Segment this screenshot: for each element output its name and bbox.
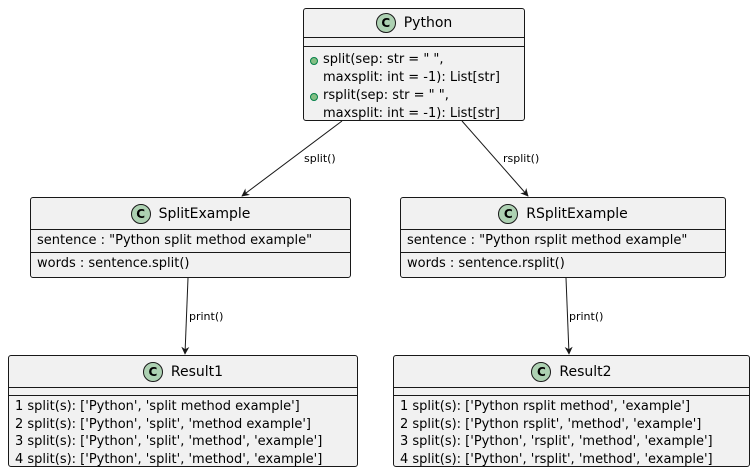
edge-python-to-splitexample	[241, 120, 343, 197]
class-header: C SplitExample	[31, 198, 350, 229]
result-lines: 1 split(s): ['Python rsplit method', 'ex…	[394, 396, 749, 470]
class-header: C Result2	[394, 356, 749, 387]
class-python[interactable]: C Python split(sep: str = " ", maxsplit:…	[303, 8, 525, 121]
class-header: C Python	[304, 9, 524, 37]
class-icon: C	[531, 361, 552, 382]
class-name: Python	[403, 15, 453, 31]
field-section: words : sentence.split()	[31, 253, 350, 275]
class-header: C Result1	[9, 356, 357, 387]
divider	[31, 252, 350, 253]
field-section: words : sentence.rsplit()	[401, 253, 725, 275]
class-name: SplitExample	[158, 205, 251, 222]
method-signature-cont: maxsplit: int = -1): List[str]	[323, 106, 500, 121]
public-method-icon	[310, 93, 318, 101]
methods-section: split(sep: str = " ", maxsplit: int = -1…	[304, 47, 524, 125]
result-lines: 1 split(s): ['Python', 'split method exa…	[9, 396, 357, 470]
class-icon: C	[375, 13, 396, 33]
class-rsplitexample[interactable]: C RSplitExample sentence : "Python rspli…	[400, 197, 726, 278]
result-line: 3 split(s): ['Python', 'split', 'method'…	[15, 434, 323, 449]
divider	[9, 395, 357, 396]
class-icon: C	[130, 203, 151, 224]
class-icon: C	[498, 203, 519, 224]
field-words: words : sentence.rsplit()	[407, 256, 565, 271]
field-section: sentence : "Python split method example"	[31, 230, 350, 252]
field-sentence: sentence : "Python rsplit method example…	[407, 233, 688, 248]
method-row: split(sep: str = " ", maxsplit: int = -1…	[310, 51, 518, 87]
class-result2[interactable]: C Result2 1 split(s): ['Python rsplit me…	[393, 355, 750, 467]
divider	[304, 46, 524, 47]
divider	[9, 387, 357, 395]
class-name: RSplitExample	[526, 205, 628, 222]
divider	[401, 229, 725, 230]
method-signature: split(sep: str = " ",	[323, 52, 444, 67]
edge-label-split: split()	[304, 152, 336, 165]
result-line: 2 split(s): ['Python rsplit', 'method', …	[400, 416, 702, 432]
field-sentence: sentence : "Python split method example"	[37, 233, 313, 248]
edge-label-print-2: print()	[569, 310, 604, 323]
field-words: words : sentence.split()	[37, 256, 190, 271]
divider	[394, 395, 749, 396]
method-row: rsplit(sep: str = " ", maxsplit: int = -…	[310, 87, 518, 123]
result-line: 1 split(s): ['Python rsplit method', 'ex…	[400, 399, 691, 414]
method-signature: rsplit(sep: str = " ",	[323, 88, 449, 103]
class-splitexample[interactable]: C SplitExample sentence : "Python split …	[30, 197, 351, 278]
field-section: sentence : "Python rsplit method example…	[401, 230, 725, 252]
result-line: 2 split(s): ['Python', 'split', 'method …	[15, 416, 311, 432]
class-icon: C	[142, 361, 163, 382]
edge-rsplitexample-to-result2	[564, 277, 573, 355]
class-name: Result1	[170, 363, 224, 380]
divider	[304, 37, 524, 46]
class-header: C RSplitExample	[401, 198, 725, 229]
public-method-icon	[310, 57, 318, 65]
edge-label-rsplit: rsplit()	[503, 152, 540, 165]
result-line: 3 split(s): ['Python', 'rsplit', 'method…	[400, 434, 713, 449]
method-signature-cont: maxsplit: int = -1): List[str]	[323, 70, 500, 85]
result-line: 4 split(s): ['Python', 'rsplit', 'method…	[400, 451, 713, 467]
divider	[394, 387, 749, 395]
class-name: Result2	[559, 363, 612, 380]
edge-splitexample-to-result1	[181, 277, 190, 355]
divider	[401, 252, 725, 253]
result-line: 4 split(s): ['Python', 'split', 'method'…	[15, 451, 323, 467]
edge-label-print-1: print()	[189, 310, 224, 323]
class-result1[interactable]: C Result1 1 split(s): ['Python', 'split …	[8, 355, 358, 467]
edge-python-to-rsplitexample	[461, 120, 529, 197]
result-line: 1 split(s): ['Python', 'split method exa…	[15, 399, 300, 414]
divider	[31, 229, 350, 230]
